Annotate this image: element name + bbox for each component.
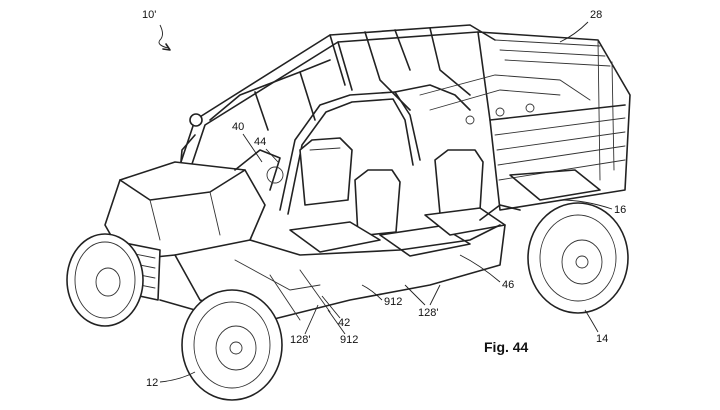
roll-cage bbox=[177, 24, 496, 215]
label-floor-right: 128' bbox=[418, 307, 438, 319]
cargo-box bbox=[419, 31, 631, 211]
label-sill: 912 bbox=[384, 296, 402, 308]
label-cargo-box: 28 bbox=[590, 9, 602, 21]
label-front-wheel: 12 bbox=[146, 377, 158, 389]
label-seat-left: 40 bbox=[232, 121, 244, 133]
reference-labels: 10' 28 40 44 16 46 128' 912 42 128' 912 … bbox=[142, 9, 626, 389]
label-step: 912 bbox=[340, 334, 358, 346]
rear-right-wheel bbox=[527, 202, 629, 314]
label-frame: 16 bbox=[614, 204, 626, 216]
label-rear-wheel: 14 bbox=[596, 333, 608, 345]
seats bbox=[289, 137, 506, 257]
label-floor-left: 128' bbox=[290, 334, 310, 346]
figure-caption: Fig. 44 bbox=[484, 339, 529, 355]
label-seat-back: 44 bbox=[254, 136, 266, 148]
front-right-wheel bbox=[181, 289, 283, 401]
label-mid-seat: 46 bbox=[502, 279, 514, 291]
label-vehicle: 10' bbox=[142, 9, 156, 21]
rear-left-wheel-hint bbox=[479, 204, 521, 221]
front-left-wheel bbox=[66, 233, 144, 327]
label-frame-lower: 42 bbox=[338, 317, 350, 329]
